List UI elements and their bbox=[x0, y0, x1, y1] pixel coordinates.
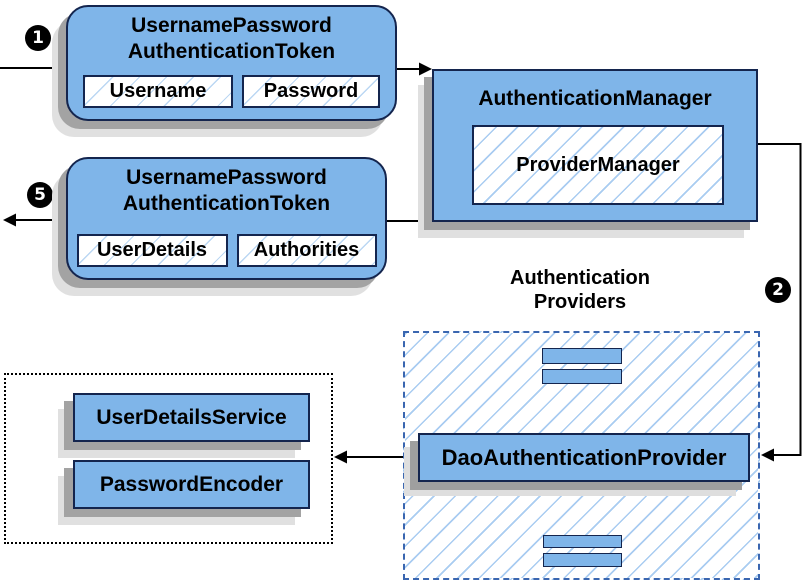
userdetails-field-box: UserDetails bbox=[76, 234, 228, 267]
response-token-title-line1: UsernamePassword bbox=[126, 166, 327, 189]
authentication-manager-box: AuthenticationManager ProviderManager bbox=[432, 69, 758, 222]
response-token-title-line2: AuthenticationToken bbox=[122, 192, 331, 215]
request-token-box: UsernamePassword AuthenticationToken Use… bbox=[66, 5, 397, 121]
step-badge-1: 1 bbox=[25, 25, 51, 51]
arrow-token-to-manager bbox=[397, 62, 432, 76]
request-token-title-line2: AuthenticationToken bbox=[127, 40, 336, 63]
authentication-providers-label: Authentication Providers bbox=[460, 266, 700, 314]
response-token-box: UsernamePassword AuthenticationToken Use… bbox=[66, 157, 387, 280]
provider-stack-bar bbox=[543, 553, 622, 567]
authorities-field-box: Authorities bbox=[236, 234, 377, 267]
request-token-title-line1: UsernamePassword bbox=[131, 14, 332, 37]
provider-stack-bar bbox=[542, 348, 622, 364]
authentication-providers-label-line2: Providers bbox=[533, 291, 627, 313]
user-details-service-box: UserDetailsService bbox=[73, 393, 310, 442]
username-field-box: Username bbox=[83, 75, 233, 108]
authentication-providers-label-line1: Authentication bbox=[510, 267, 650, 289]
arrow-response-token-out bbox=[3, 213, 66, 227]
provider-stack-bar bbox=[542, 369, 622, 384]
dao-authentication-provider-box: DaoAuthenticationProvider bbox=[418, 433, 750, 482]
password-field-box: Password bbox=[242, 75, 380, 108]
provider-manager-box: ProviderManager bbox=[472, 125, 724, 205]
password-encoder-box: PasswordEncoder bbox=[73, 460, 310, 509]
step-badge-5: 5 bbox=[27, 182, 53, 208]
provider-stack-bar bbox=[543, 535, 622, 548]
request-token-title: UsernamePassword AuthenticationToken bbox=[68, 13, 395, 65]
authentication-manager-title: AuthenticationManager bbox=[478, 87, 712, 110]
step-badge-2: 2 bbox=[765, 277, 791, 303]
response-token-title: UsernamePassword AuthenticationToken bbox=[68, 165, 385, 217]
